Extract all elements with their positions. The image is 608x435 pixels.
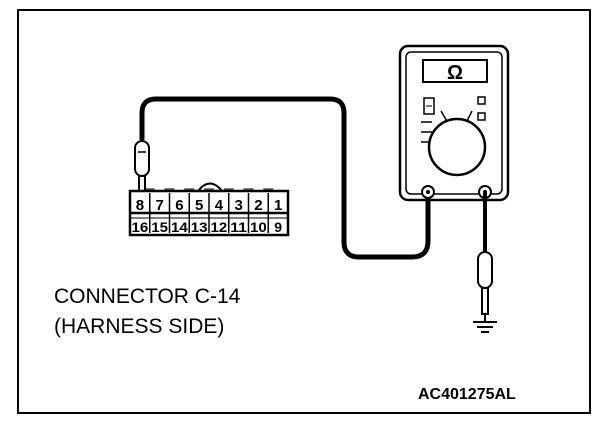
meter-inner-bezel xyxy=(405,51,503,195)
pin-number-bottom: 9 xyxy=(274,219,282,235)
connector-side-label: (HARNESS SIDE) xyxy=(54,315,225,338)
pin-number-bottom: 13 xyxy=(191,219,208,235)
pin-number-bottom: 10 xyxy=(250,219,267,235)
pin-number-bottom: 11 xyxy=(230,219,247,235)
meter-button-bottom[interactable] xyxy=(477,112,486,121)
ground-probe-pin xyxy=(481,287,489,315)
figure-frame xyxy=(17,9,591,414)
connector-cells xyxy=(149,193,269,233)
meter-rotary-dial[interactable] xyxy=(427,117,487,177)
pin-number-top: 7 xyxy=(155,197,163,214)
ohmmeter: Ω xyxy=(398,44,510,202)
pin-number-bottom: 14 xyxy=(171,219,188,235)
pin-number-top: 2 xyxy=(254,197,262,214)
figure-code: AC401275AL xyxy=(418,386,516,403)
pin-number-top: 3 xyxy=(234,197,242,214)
probe-lead-wire xyxy=(139,96,431,260)
pin-number-bottom: 15 xyxy=(151,219,168,235)
ground-probe-handle xyxy=(477,251,493,289)
pin-number-top: 4 xyxy=(215,197,224,214)
pin-number-bottom: 12 xyxy=(211,219,228,235)
meter-display xyxy=(422,59,488,83)
meter-jack-left-core xyxy=(426,190,430,194)
pin-number-top: 1 xyxy=(274,197,282,214)
pin-number-top: 8 xyxy=(136,197,144,214)
meter-button-top[interactable] xyxy=(477,96,486,105)
probe-handle xyxy=(134,140,150,177)
pin-number-top: 6 xyxy=(175,197,183,214)
pin-number-bottom: 16 xyxy=(132,219,149,235)
pin-number-top: 5 xyxy=(195,197,203,214)
ohm-symbol: Ω xyxy=(447,62,463,84)
connector-label: CONNECTOR C-14 xyxy=(54,285,241,308)
